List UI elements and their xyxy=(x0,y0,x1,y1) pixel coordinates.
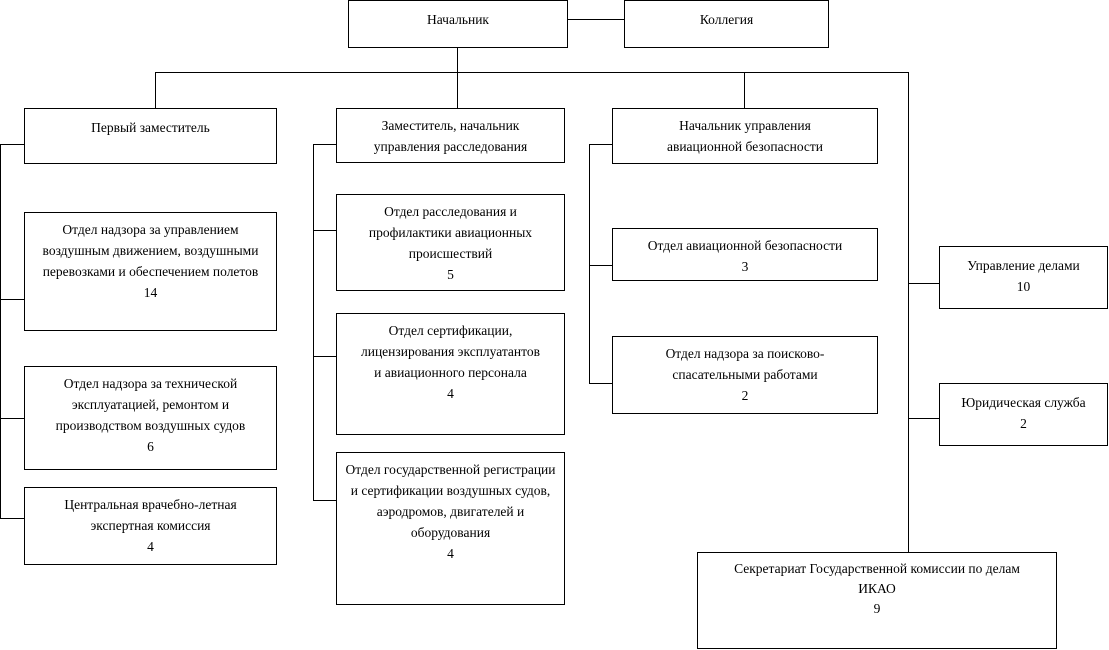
box-title: Отдел сертификации, лицензирования экспл… xyxy=(361,323,540,380)
box-count: 3 xyxy=(741,259,749,274)
box-count: 4 xyxy=(447,386,454,401)
box-title: Отдел расследования и профилактики авиац… xyxy=(368,204,533,261)
box-icao-secretariat: Секретариат Государственной комиссии по … xyxy=(697,552,1057,649)
box-registration-dept: Отдел государственной регистрации и серт… xyxy=(336,452,565,605)
box-atc-dept: Отдел надзора за управлением воздушным д… xyxy=(24,212,277,331)
box-count: 5 xyxy=(447,267,454,282)
box-title: Первый заместитель xyxy=(91,120,210,135)
box-first-deputy: Первый заместитель xyxy=(24,108,277,164)
box-count: 10 xyxy=(1016,279,1031,294)
box-title: Отдел надзора за поисково-спасательными … xyxy=(665,346,825,382)
box-title: Юридическая служба xyxy=(961,395,1086,410)
box-count: 4 xyxy=(447,546,454,561)
box-title: Центральная врачебно-летная экспертная к… xyxy=(64,497,237,533)
box-board: Коллегия xyxy=(624,0,829,48)
box-title: Секретариат Государственной комиссии по … xyxy=(734,561,1020,596)
box-title: Начальник управления авиационной безопас… xyxy=(666,118,824,154)
box-legal: Юридическая служба 2 xyxy=(939,383,1108,446)
box-investigation-dept: Отдел расследования и профилактики авиац… xyxy=(336,194,565,291)
box-head-aviation-security: Начальник управления авиационной безопас… xyxy=(612,108,878,164)
box-deputy-investigation: Заместитель, начальник управления рассле… xyxy=(336,108,565,163)
box-search-rescue-dept: Отдел надзора за поисково-спасательными … xyxy=(612,336,878,414)
box-count: 2 xyxy=(1020,416,1027,431)
box-medical: Центральная врачебно-летная экспертная к… xyxy=(24,487,277,565)
box-head: Начальник xyxy=(348,0,568,48)
box-title: Отдел государственной регистрации и серт… xyxy=(345,462,556,540)
box-count: 4 xyxy=(147,539,154,554)
box-title: Начальник xyxy=(426,12,489,27)
box-count: 14 xyxy=(143,285,158,300)
box-title: Коллегия xyxy=(699,12,754,27)
box-count: 2 xyxy=(741,388,749,403)
box-tech-dept: Отдел надзора за технической эксплуатаци… xyxy=(24,366,277,470)
box-count: 9 xyxy=(873,601,881,616)
box-title: Отдел надзора за управлением воздушным д… xyxy=(42,222,259,279)
box-admin: Управление делами 10 xyxy=(939,246,1108,309)
box-title: Отдел авиационной безопасности xyxy=(647,238,843,253)
box-title: Отдел надзора за технической эксплуатаци… xyxy=(55,376,246,433)
box-title: Управление делами xyxy=(967,258,1080,273)
box-security-dept: Отдел авиационной безопасности 3 xyxy=(612,228,878,281)
box-certification-dept: Отдел сертификации, лицензирования экспл… xyxy=(336,313,565,435)
box-count: 6 xyxy=(147,439,154,454)
box-title: Заместитель, начальник управления рассле… xyxy=(373,118,528,154)
